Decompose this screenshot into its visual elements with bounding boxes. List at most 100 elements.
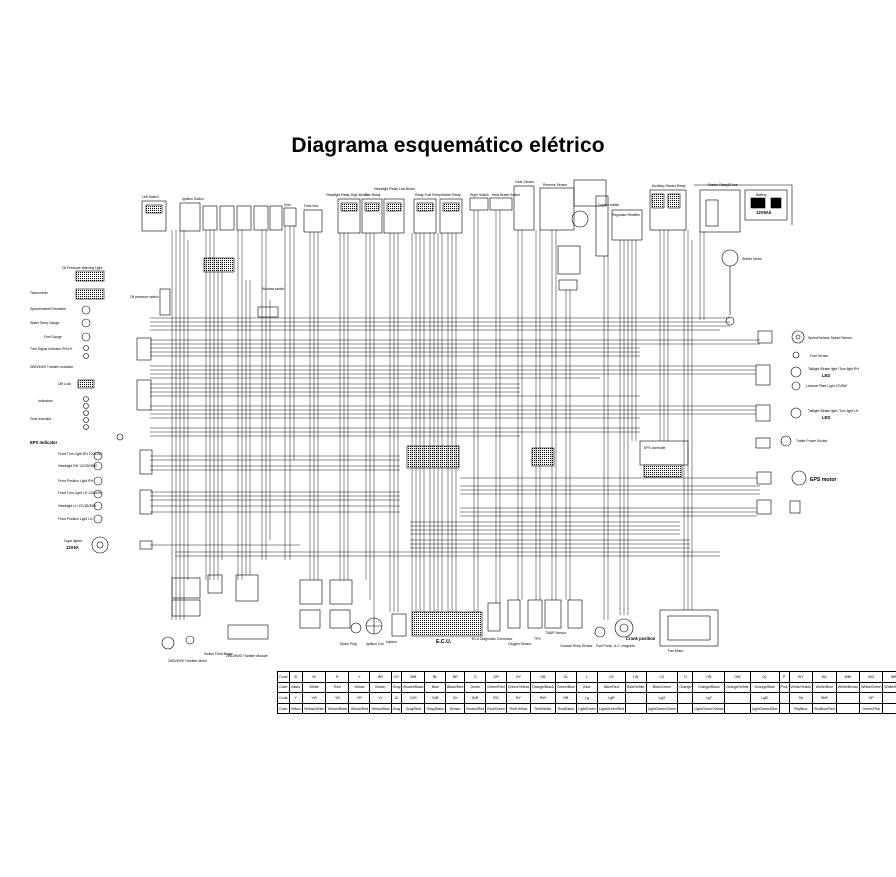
color-table-cell: BR [369, 671, 392, 683]
color-table-cell: LightGreen/Blue [749, 702, 780, 715]
color-table-cell: LgG [645, 692, 679, 704]
color-table-cell: Gray/Black [424, 702, 447, 715]
label-crank-position: Crank position [626, 636, 656, 641]
color-table-cell: GL [554, 671, 578, 683]
color-table-cell: Orange/Blue [749, 681, 780, 694]
label-cigar-lighter: Cigar lighter [64, 539, 83, 543]
color-table-cell: GY [390, 671, 403, 683]
color-table-cell: LightGreen/Red [596, 702, 627, 715]
color-table-cell: Black/Red [445, 681, 466, 694]
eps-controller [639, 440, 689, 478]
color-table-cell [625, 702, 647, 715]
color-table-cell: G [464, 671, 487, 683]
label-spark-plug: Spark Plug [340, 642, 357, 646]
color-table-cell: Blue [576, 681, 598, 694]
label-diff-lock: Diff Lock [58, 382, 71, 386]
color-table-cell: SkyBlue [788, 702, 814, 715]
label-fuel-pump-relay: Relay Fuel Pump [415, 193, 441, 197]
relay-block-top [337, 197, 513, 234]
label-headlight-rh: Headlight RH 12V35/35W [58, 464, 98, 468]
color-table-cell: White/Blue [812, 681, 837, 694]
label-ignition-coil: Ignition Coil [366, 642, 384, 646]
color-table-cell [677, 702, 694, 715]
color-table-cell: W [301, 671, 327, 683]
color-table-cell: L [576, 671, 598, 683]
label-starter-relay-fuse: Starter Relay&Fuse [708, 183, 738, 187]
color-table-cell: BR [445, 671, 466, 683]
color-table-cell [835, 702, 861, 715]
color-table-cell [778, 702, 790, 715]
label-fan-relay: Fan Relay [365, 193, 381, 197]
label-battery-spec: 12V9Ah [756, 210, 772, 215]
color-table-cell: Black [288, 681, 303, 694]
color-table-cell: Yellow/White [301, 702, 327, 715]
label-front-turn-rh: Front Turn Light RH 12V10W [58, 452, 103, 456]
color-table-cell: Red/Black [554, 702, 578, 715]
color-table-cell [677, 692, 694, 704]
color-table-cell: SbR [812, 692, 837, 704]
color-table-cell: OB [692, 671, 726, 683]
color-table-cell: GR [485, 671, 507, 683]
color-table-cell [724, 702, 751, 715]
color-table-cell: WBr [835, 671, 861, 683]
label-indicators: Indicators [38, 399, 53, 403]
color-table-cell: WY [788, 671, 814, 683]
color-table-cell: O [677, 671, 694, 683]
color-table-cell [882, 692, 896, 704]
gear-sensor-block [513, 185, 589, 291]
label-rear-brake-switch: Rear Brake Switch [492, 193, 520, 197]
color-table-cell [835, 692, 861, 704]
color-table-cell: Green [464, 681, 487, 694]
color-table-cell: Blue [424, 681, 447, 694]
color-table-cell: Green/Blue [554, 681, 578, 694]
label-eps-motor: EPS motor [810, 477, 837, 483]
color-table-cell: WB [882, 671, 896, 683]
color-table-cell: YB [325, 692, 350, 704]
label-fuse-box: Fuse Box [304, 204, 319, 208]
component-labels: Gear Sensor Reverse Sensor Starter Relay… [30, 180, 859, 663]
label-led-lh: LED [822, 415, 830, 420]
color-table-cell: Pink [778, 681, 790, 694]
label-reverse-sensor: Reverse Sensor [543, 183, 568, 187]
color-table-cell: Gr [390, 692, 403, 704]
color-table-cell: OL [749, 671, 780, 683]
color-table-cell: Gray [390, 681, 403, 694]
color-table-cell: Yellow/Black [325, 702, 350, 715]
label-starter-relay: Starter Relay [441, 193, 461, 197]
color-table-cell: White/Brown [835, 681, 861, 694]
color-table-cell: Green/Pink [859, 702, 884, 715]
color-table-header-cell: Code [277, 671, 290, 683]
label-trailer-socket: Trailer Power Socket [796, 439, 827, 443]
color-table-cell: Orange/Black [692, 681, 726, 694]
color-table-cell: B [288, 671, 303, 683]
color-table-cell: RG [485, 692, 507, 704]
color-table-cell: Green/Yellow [505, 681, 532, 694]
label-fuel-gauge: Fuel Gauge [44, 335, 62, 339]
right-lamps [755, 330, 807, 515]
color-table-cell: GY [505, 671, 532, 683]
color-table-cell: Yellow [348, 681, 371, 694]
label-oxygen-sensor: Oxygen Sensor [508, 642, 532, 646]
color-table-cell: GP [859, 692, 884, 704]
color-table-cell: GrR [401, 692, 426, 704]
label-transfer-indicator: 2WD/4WD Transfer Indicator [30, 365, 74, 369]
color-table-cell: Orange/Black [530, 681, 556, 694]
label-coolant-temp: Coolant Temp Sensor [560, 644, 593, 648]
label-tachometer: Tachometer [30, 291, 49, 295]
color-table-cell: Y [348, 671, 371, 683]
color-table-cell: SkyBlue/Red [812, 702, 837, 715]
label-tps: TPS [534, 637, 541, 641]
color-table-cell: Red [325, 681, 350, 694]
label-headlight-lh: Headlight LH 12V35/35W [58, 504, 97, 508]
color-table-cell: White/Yellow [788, 681, 814, 694]
label-speed-sensor: Speed/Vehicle Speed Sensor [808, 336, 853, 340]
color-table-cell: Y [288, 692, 303, 704]
color-table-cell: Green/Red [485, 681, 507, 694]
color-table-cell: Brown/Red [464, 702, 487, 715]
label-gear-indicator: Gear Indicator [30, 417, 52, 421]
label-battery: Battery [756, 193, 767, 197]
label-license-light: License Plate Light 12V5W [806, 384, 848, 388]
color-table-cell: RW [530, 692, 556, 704]
color-table-header-cell: Color [277, 681, 290, 694]
